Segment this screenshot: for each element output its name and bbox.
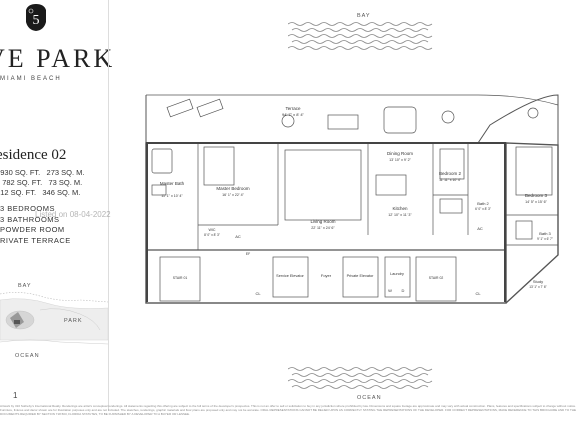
room-bath-3: Bath 3 <box>539 231 551 236</box>
room-bedroom-3-dim: 14' 5" x 15' 6" <box>525 200 547 204</box>
room-dining-room: Dining Room <box>387 151 413 156</box>
column-divider <box>108 0 109 410</box>
room-wic-dim: 8' 0" x 8' 3" <box>204 233 220 237</box>
keymap-park-label: PARK <box>64 318 83 324</box>
logo-number: 5 <box>33 13 40 28</box>
keymap-bay-label: BAY <box>18 283 32 289</box>
keymap-ocean-label: OCEAN <box>15 353 40 359</box>
floor-plan: Terrace 94' 7" x 8' 4" Master Bath 11' 1… <box>145 94 559 304</box>
room-bedroom-2: Bedroom 2 <box>439 171 462 176</box>
residence-features: 3 BEDROOMS 3 BATHROOMS POWDER ROOM RIVAT… <box>0 204 71 246</box>
room-cl-right: CL <box>475 291 481 296</box>
residence-title: esidence 02 <box>0 147 67 163</box>
room-bath-2-dim: 6' 0" x 8' 3" <box>475 207 491 211</box>
stat-row-1: 2,930 SQ. FT. 273 SQ. M. <box>0 168 85 177</box>
room-living-room-dim: 22' 11" x 24' 6" <box>311 226 335 230</box>
room-laundry: Laundry <box>390 272 404 276</box>
room-foyer: Foyer <box>321 273 332 278</box>
page-number: 1 <box>13 391 18 400</box>
room-private-elevator: Private Elevator <box>347 274 375 278</box>
legal-disclaimer: Artwork by 310 Sotheby's International R… <box>0 404 576 416</box>
feature-powder-room: POWDER ROOM <box>0 225 65 234</box>
residence-stats: 2,930 SQ. FT. 273 SQ. M. Y. 782 SQ. FT. … <box>0 168 84 198</box>
bay-waves-icon <box>288 22 433 50</box>
room-kitchen: Kitchen <box>392 206 408 211</box>
plan-ocean-label: OCEAN <box>357 395 382 401</box>
room-study: Study <box>533 279 543 284</box>
room-wic: WIC <box>209 228 216 232</box>
room-dryer: D <box>402 288 405 293</box>
room-living-room: Living Room <box>310 219 335 224</box>
ocean-waves-icon <box>288 367 433 389</box>
feature-bedrooms: 3 BEDROOMS <box>0 204 56 213</box>
brand-logo-icon: 5 <box>26 4 46 31</box>
room-terrace-dim: 94' 7" x 8' 4" <box>282 112 305 117</box>
room-master-bath-dim: 11' 1" x 10' 4" <box>161 194 183 198</box>
room-bath-3-dim: 9' 1" x 6' 7" <box>537 237 553 241</box>
room-master-bedroom: Master Bedroom <box>216 186 250 191</box>
room-master-bedroom-dim: 16' 1" x 22' 4" <box>222 193 244 197</box>
room-bedroom-2-dim: 11' 11" x 10' 4" <box>439 178 462 182</box>
stat-row-2: Y. 782 SQ. FT. 73 SQ. M. <box>0 178 83 187</box>
brand-name: VE PARK <box>0 44 116 73</box>
feature-bathrooms: 3 BATHROOMS <box>0 214 60 224</box>
room-bedroom-3: Bedroom 3 <box>525 193 548 198</box>
brand-location: MIAMI BEACH <box>0 76 62 82</box>
room-stair-right: STAIR 02 <box>429 276 444 280</box>
room-ef: EF <box>246 252 250 256</box>
room-bath-2: Bath 2 <box>477 201 489 206</box>
room-master-bath: Master Bath <box>160 181 185 186</box>
room-stair-left: STAIR 01 <box>173 276 188 280</box>
site-key-map: BAY PARK OCEAN <box>0 283 108 359</box>
listing-watermark: Listed on 08-04-2022 <box>35 210 111 219</box>
feature-terrace: RIVATE TERRACE <box>0 235 71 245</box>
room-terrace: Terrace <box>285 106 301 111</box>
room-kitchen-dim: 12' 10" x 11' 3" <box>388 213 412 217</box>
room-washer: W <box>388 288 392 293</box>
plan-bay-label: BAY <box>357 13 371 19</box>
room-ac-left: AC <box>235 234 241 239</box>
room-service-elevator: Service Elevator <box>276 274 304 278</box>
room-ac-right: AC <box>477 226 483 231</box>
room-study-dim: 13' 1" x 7' 6" <box>529 285 546 289</box>
room-dining-room-dim: 13' 10" x 9' 2" <box>389 158 411 162</box>
stat-row-3: ,712 SQ. FT. 346 SQ. M. <box>0 188 81 197</box>
room-cl-left: CL <box>255 291 261 296</box>
